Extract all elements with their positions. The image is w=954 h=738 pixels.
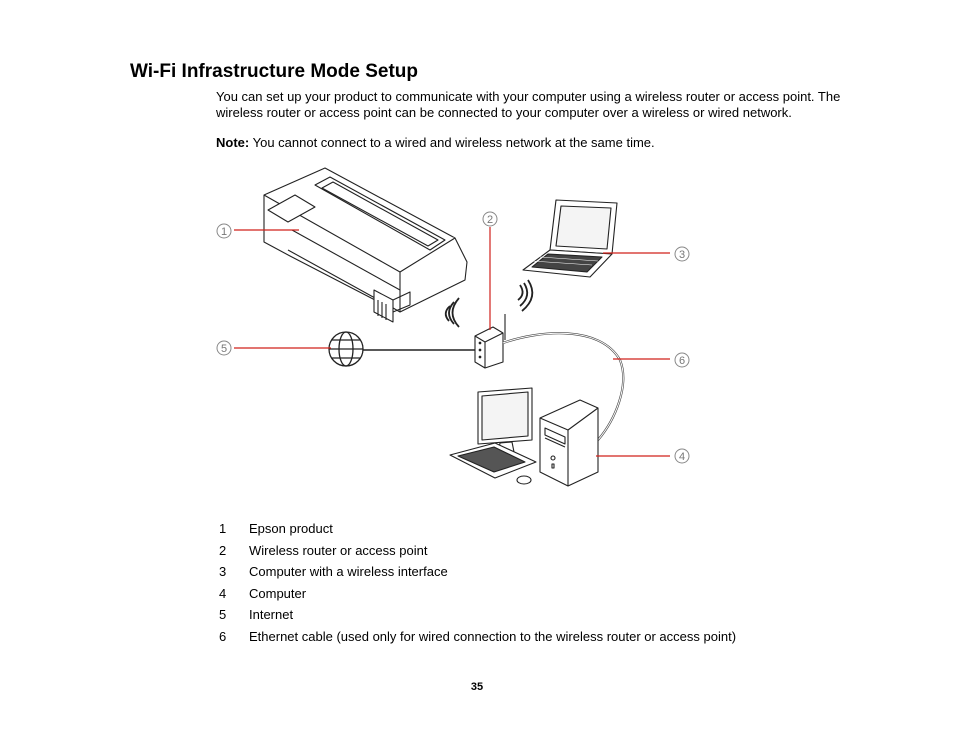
page-number: 35: [470, 681, 484, 693]
callout-1-label: 1: [221, 226, 227, 238]
intro-paragraph: You can set up your product to communica…: [216, 89, 841, 120]
callout-2-label: 2: [487, 214, 493, 226]
callout-5-label: 5: [221, 343, 227, 355]
legend-number: 5: [219, 607, 227, 623]
callout-4-label: 4: [679, 451, 685, 463]
laptop-illustration: [522, 199, 618, 278]
legend-number: 6: [219, 628, 227, 644]
callout-3-label: 3: [679, 249, 685, 261]
legend-label: Ethernet cable (used only for wired conn…: [249, 628, 737, 644]
callout-1: 1: [216, 223, 232, 239]
router-illustration: [474, 314, 506, 369]
callout-2: 2: [482, 211, 498, 227]
callout-6-label: 6: [679, 355, 685, 367]
legend-number: 2: [219, 542, 227, 558]
callout-5: 5: [216, 340, 232, 356]
callout-3: 3: [674, 246, 690, 262]
page-title: Wi-Fi Infrastructure Mode Setup: [130, 61, 419, 82]
callout-lines: [234, 227, 670, 457]
legend-label: Epson product: [249, 521, 333, 536]
legend-list: 1 Epson product 2 Wireless router or acc…: [219, 521, 736, 651]
legend-label: Computer: [249, 585, 307, 601]
note-paragraph: Note: You cannot connect to a wired and …: [216, 135, 856, 151]
legend-number: 4: [219, 585, 227, 601]
legend-item: 2 Wireless router or access point: [219, 543, 736, 565]
legend-label: Internet: [249, 607, 294, 623]
legend-item: 1 Epson product: [219, 521, 736, 543]
callout-4: 4: [674, 448, 690, 464]
note-text: You cannot connect to a wired and wirele…: [252, 135, 655, 150]
legend-number: 3: [219, 564, 227, 580]
legend-item: 4 Computer: [219, 586, 736, 608]
wifi-waves-left-icon: [444, 297, 460, 328]
network-diagram: 1 2 3 4 5 6: [216, 167, 690, 487]
legend-number: 1: [219, 521, 227, 536]
legend-item: 5 Internet: [219, 607, 736, 629]
desktop-monitor-illustration: [449, 387, 537, 485]
legend-item: 3 Computer with a wireless interface: [219, 564, 736, 586]
legend-label: Computer with a wireless interface: [249, 564, 448, 580]
desktop-tower-illustration: [539, 399, 599, 487]
printer-illustration: [263, 167, 468, 323]
legend-label: Wireless router or access point: [249, 542, 428, 558]
globe-icon: [328, 331, 364, 367]
note-label: Note:: [216, 135, 250, 150]
legend-item: 6 Ethernet cable (used only for wired co…: [219, 629, 736, 651]
wifi-waves-right-icon: [517, 279, 534, 312]
callout-6: 6: [674, 352, 690, 368]
